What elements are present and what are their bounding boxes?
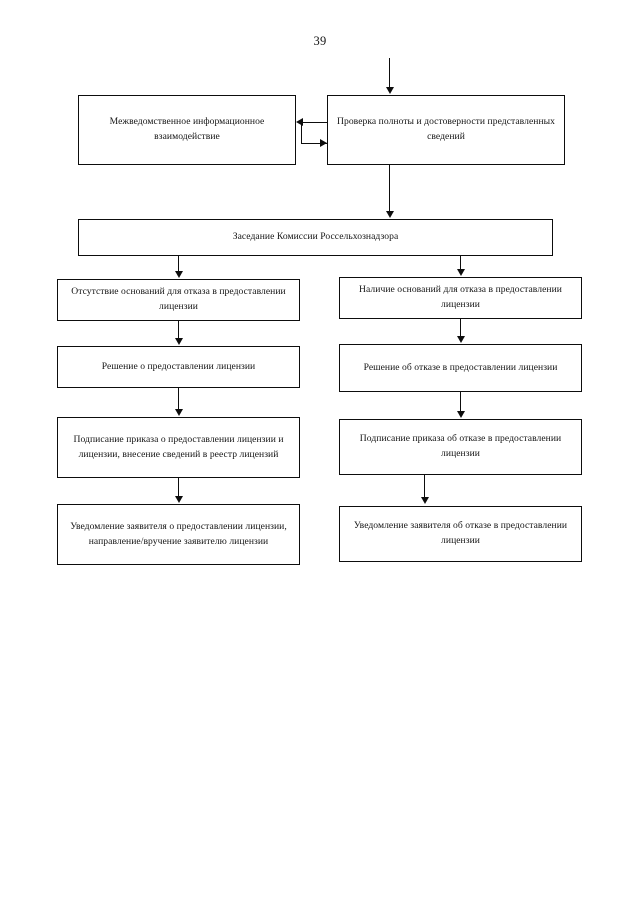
arrowhead-no-grounds-decision-grant — [174, 338, 183, 345]
arrowhead-commission-has-grounds — [456, 269, 465, 276]
node-notify-applicant-refuse-label: Уведомление заявителя об отказе в предос… — [353, 520, 568, 546]
node-no-grounds-for-refusal[interactable]: Отсутствие оснований для отказа в предос… — [57, 279, 300, 321]
node-decision-grant-license[interactable]: Решение о предоставлении лицензии — [57, 346, 300, 388]
node-no-grounds-for-refusal-label: Отсутствие оснований для отказа в предос… — [71, 286, 286, 312]
arrowhead-sign-refuse-notify-refuse — [420, 497, 429, 504]
node-verification-completeness[interactable]: Проверка полноты и достоверности предста… — [327, 95, 565, 165]
arrowhead-verification-commission — [385, 211, 394, 218]
node-decision-refuse-license[interactable]: Решение об отказе в предоставлении лицен… — [339, 344, 582, 392]
edge-sign-grant-to-notify-grant — [178, 478, 180, 497]
arrowhead-has-grounds-decision-refuse — [456, 336, 465, 343]
edge-verification-to-commission — [389, 165, 391, 212]
node-sign-order-grant[interactable]: Подписание приказа о предоставлении лице… — [57, 417, 300, 478]
arrowhead-incoming-verification — [385, 87, 394, 94]
node-sign-order-refuse[interactable]: Подписание приказа об отказе в предостав… — [339, 419, 582, 475]
arrowhead-verification-interagency — [296, 118, 303, 126]
node-decision-grant-license-label: Решение о предоставлении лицензии — [101, 360, 256, 372]
edge-decision-refuse-to-sign-refuse — [460, 392, 462, 412]
arrowhead-decision-refuse-sign-refuse — [456, 411, 465, 418]
node-notify-applicant-grant[interactable]: Уведомление заявителя о предоставлении л… — [57, 504, 300, 565]
node-verification-completeness-label: Проверка полноты и достоверности предста… — [337, 116, 555, 142]
arrowhead-interagency-verification — [320, 139, 327, 147]
node-commission-meeting-label: Заседание Комиссии Россельхознадзора — [232, 231, 399, 243]
node-has-grounds-for-refusal[interactable]: Наличие оснований для отказа в предостав… — [339, 277, 582, 319]
node-sign-order-grant-label: Подписание приказа о предоставлении лице… — [73, 433, 284, 460]
node-has-grounds-for-refusal-label: Наличие оснований для отказа в предостав… — [359, 284, 562, 310]
edge-sign-refuse-to-notify-refuse — [424, 475, 426, 498]
node-sign-order-refuse-label: Подписание приказа об отказе в предостав… — [359, 433, 562, 459]
arrowhead-decision-grant-sign-grant — [174, 409, 183, 416]
node-commission-meeting[interactable]: Заседание Комиссии Россельхознадзора — [78, 219, 553, 256]
edge-interagency-to-verification — [301, 143, 327, 145]
edge-has-grounds-to-decision-refuse — [460, 319, 462, 337]
page-number: 39 — [313, 34, 327, 48]
edge-commission-to-no-grounds — [178, 256, 180, 272]
edge-incoming-to-verification — [389, 58, 391, 88]
node-interagency-interaction[interactable]: Межведомственное информационное взаимоде… — [78, 95, 296, 165]
arrowhead-commission-no-grounds — [174, 271, 183, 278]
edge-verification-to-interagency — [302, 122, 327, 124]
arrowhead-sign-grant-notify-grant — [174, 496, 183, 503]
edge-interagency-riser — [301, 122, 303, 144]
edge-commission-to-has-grounds — [460, 256, 462, 270]
edge-decision-grant-to-sign-grant — [178, 388, 180, 410]
node-decision-refuse-license-label: Решение об отказе в предоставлении лицен… — [363, 361, 558, 373]
node-notify-applicant-grant-label: Уведомление заявителя о предоставлении л… — [70, 520, 287, 547]
edge-no-grounds-to-decision-grant — [178, 321, 180, 339]
node-notify-applicant-refuse[interactable]: Уведомление заявителя об отказе в предос… — [339, 506, 582, 562]
node-interagency-interaction-label: Межведомственное информационное взаимоде… — [109, 116, 265, 142]
